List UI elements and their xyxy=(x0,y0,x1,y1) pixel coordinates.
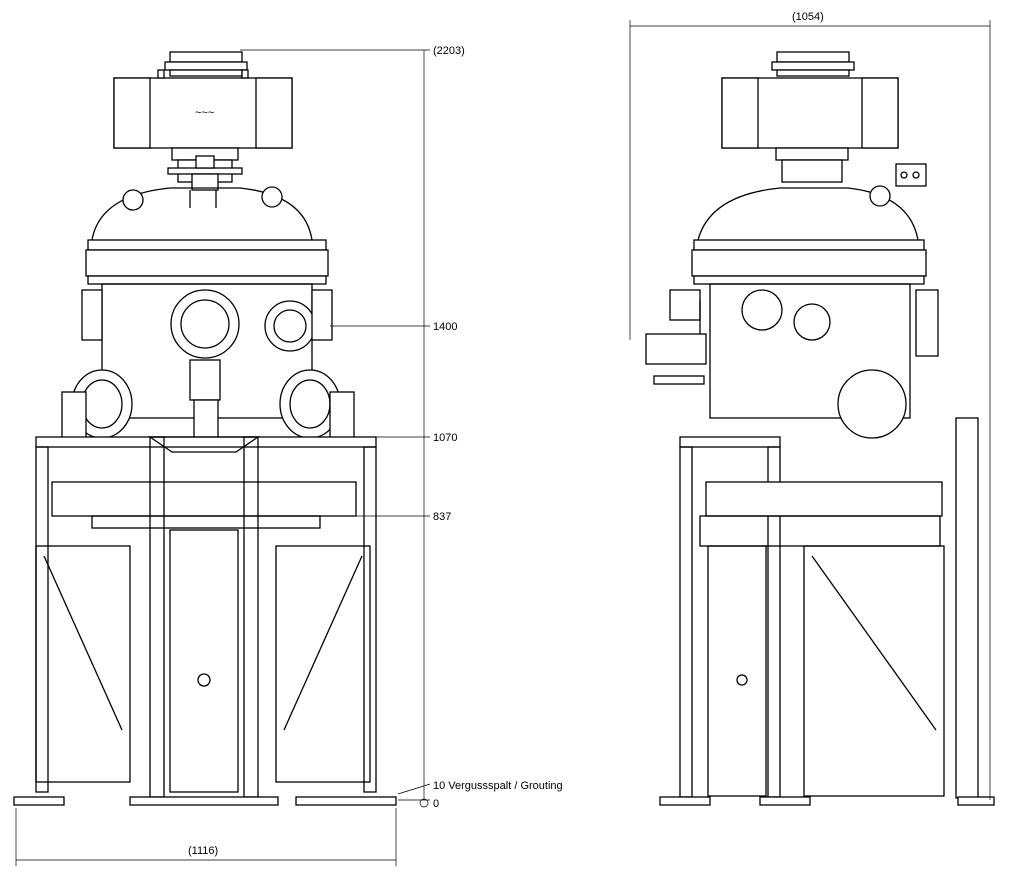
side-actuator-housing xyxy=(721,77,899,149)
dim-level-837: 837 xyxy=(433,511,451,523)
side-neck xyxy=(775,147,849,183)
dim-side-width: (1054) xyxy=(792,11,824,23)
front-vessel-body xyxy=(81,283,333,419)
front-support-frame xyxy=(35,436,377,793)
side-main-flange xyxy=(691,239,927,285)
svg-text:~~~: ~~~ xyxy=(195,107,214,119)
dim-overall-height: (2203) xyxy=(433,45,465,57)
dim-level-1400: 1400 xyxy=(433,321,457,333)
front-view: ~~~ xyxy=(13,51,397,806)
dim-grouting-note: 10 Vergussspalt / Grouting xyxy=(433,780,563,792)
front-base-plates xyxy=(13,796,397,806)
side-support-frame xyxy=(679,417,979,799)
side-top-flange xyxy=(771,51,855,77)
front-neck xyxy=(167,147,243,191)
front-actuator-housing: ~~~ xyxy=(113,69,293,149)
side-vessel-body xyxy=(669,283,939,439)
side-view xyxy=(645,51,995,806)
side-instrument-box xyxy=(869,163,927,207)
front-top-flange xyxy=(164,51,248,77)
front-spring-assemblies xyxy=(61,391,355,443)
dim-level-1070: 1070 xyxy=(433,432,457,444)
side-dome xyxy=(697,187,919,241)
front-main-flange xyxy=(85,239,329,285)
front-lower-nozzles xyxy=(71,359,341,439)
front-dome xyxy=(91,187,313,241)
side-base-plates xyxy=(659,796,995,806)
side-valve-branch xyxy=(645,300,707,385)
side-lower-cage xyxy=(707,545,945,797)
dim-front-width: (1116) xyxy=(188,845,218,857)
front-dome-ports xyxy=(122,186,283,211)
dimension-lines xyxy=(15,20,991,866)
dim-zero-level: 0 xyxy=(433,798,439,810)
front-side-cages xyxy=(35,545,371,783)
